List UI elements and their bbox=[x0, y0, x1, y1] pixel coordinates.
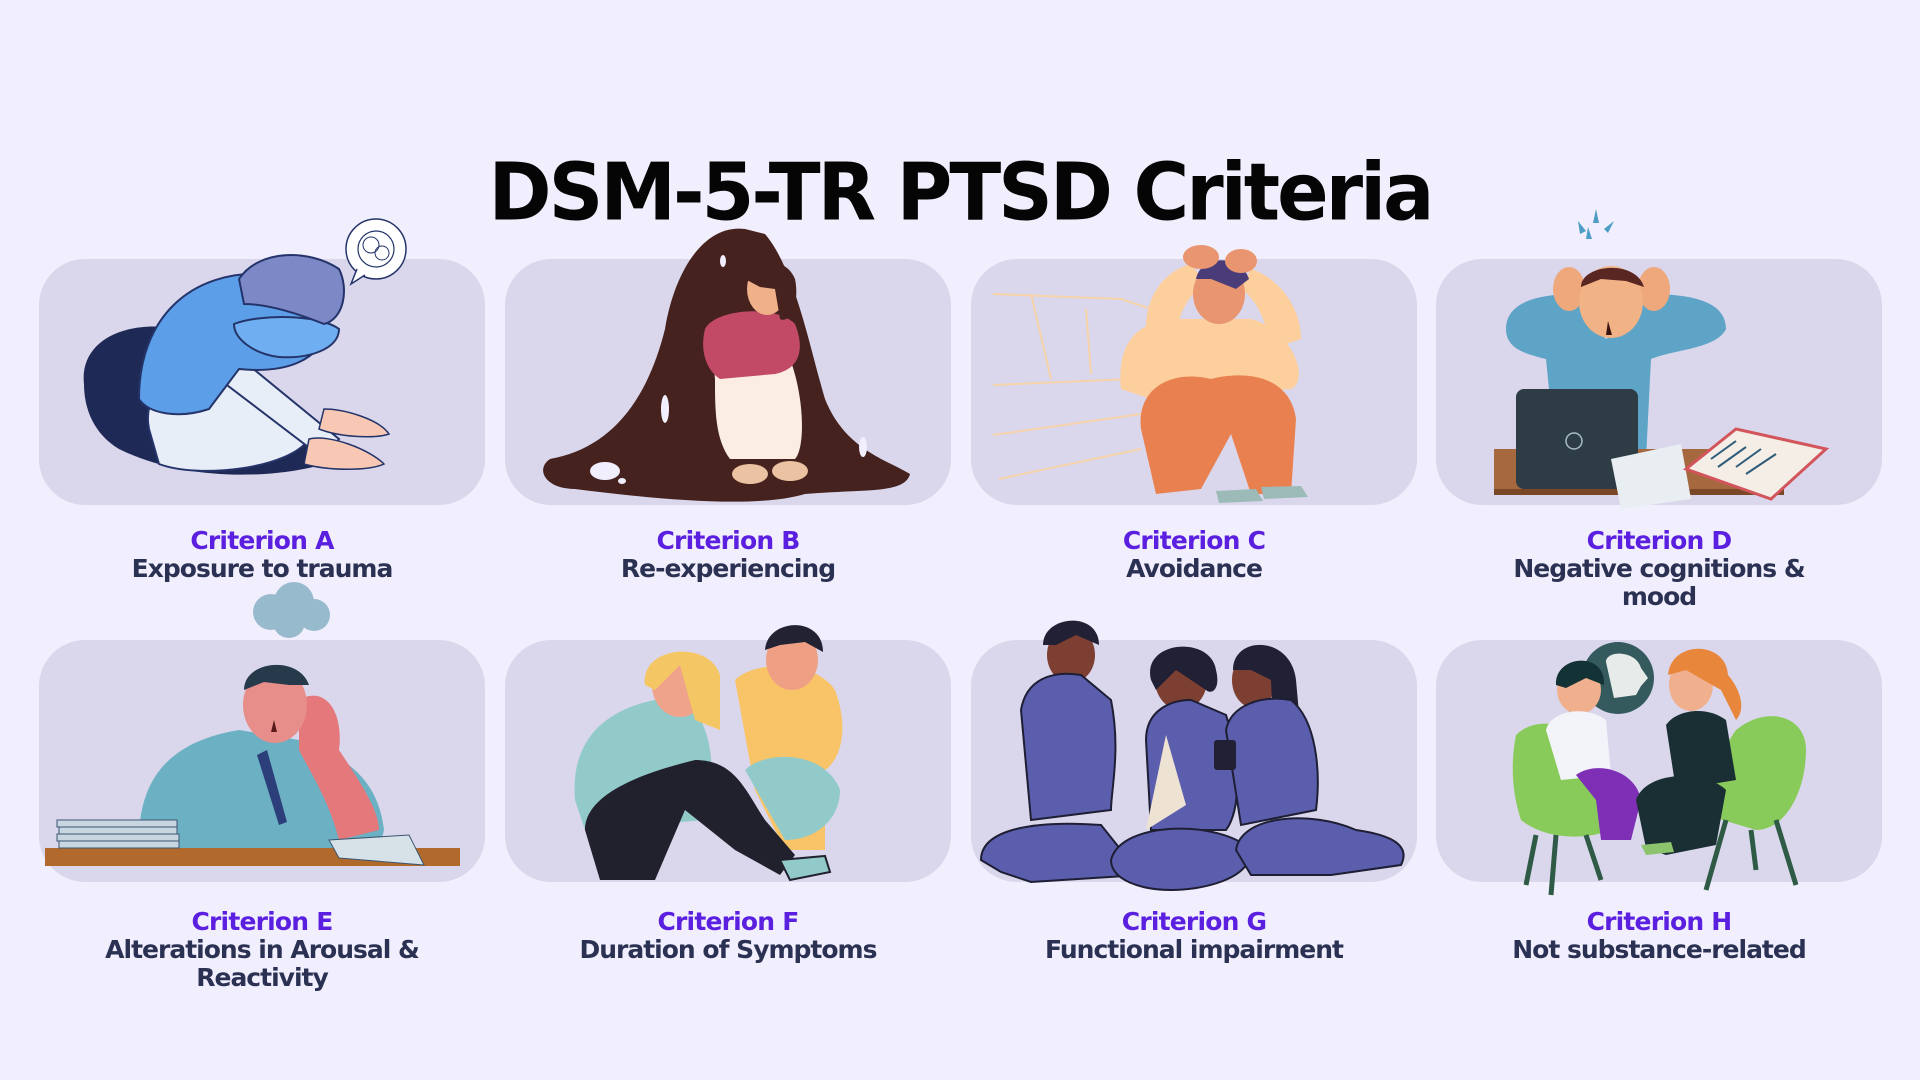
criterion-label: Criterion E bbox=[191, 907, 333, 936]
criterion-description: Alterations in Arousal & Reactivity bbox=[105, 935, 420, 992]
criterion-description: Negative cognitions & mood bbox=[1513, 554, 1805, 611]
criterion-caption: Criterion E Alterations in Arousal & Rea… bbox=[39, 908, 485, 992]
person-holding-head-illustration-icon bbox=[992, 245, 1308, 503]
criterion-caption: Criterion B Re-experiencing bbox=[505, 527, 951, 583]
criterion-caption: Criterion A Exposure to trauma bbox=[39, 527, 485, 583]
criterion-label: Criterion G bbox=[1121, 907, 1267, 936]
criterion-caption: Criterion F Duration of Symptoms bbox=[505, 908, 951, 964]
three-friends-illustration-icon bbox=[979, 620, 1405, 892]
criterion-description: Duration of Symptoms bbox=[579, 935, 877, 964]
criterion-caption: Criterion G Functional impairment bbox=[971, 908, 1417, 964]
criterion-caption: Criterion H Not substance-related bbox=[1436, 908, 1882, 964]
stressed-person-at-desk-illustration-icon bbox=[1494, 209, 1830, 509]
criterion-description: Avoidance bbox=[1126, 554, 1263, 583]
criterion-label: Criterion F bbox=[657, 907, 799, 936]
criterion-description: Functional impairment bbox=[1045, 935, 1344, 964]
criterion-label: Criterion B bbox=[656, 526, 801, 555]
criterion-caption: Criterion C Avoidance bbox=[971, 527, 1417, 583]
criterion-description: Re-experiencing bbox=[620, 554, 836, 583]
page-title: DSM-5-TR PTSD Criteria bbox=[488, 144, 1435, 239]
comforting-friend-illustration-icon bbox=[574, 625, 843, 882]
criterion-description: Not substance-related bbox=[1512, 935, 1807, 964]
criterion-label: Criterion H bbox=[1586, 907, 1733, 936]
criterion-description: Exposure to trauma bbox=[131, 554, 394, 583]
criterion-label: Criterion D bbox=[1586, 526, 1732, 555]
shadow-figure-illustration-icon bbox=[543, 228, 910, 502]
criterion-caption: Criterion D Negative cognitions & mood bbox=[1436, 527, 1882, 611]
exhausted-worker-illustration-icon bbox=[45, 582, 460, 866]
criterion-label: Criterion A bbox=[190, 526, 334, 555]
therapy-session-illustration-icon bbox=[1512, 642, 1806, 896]
criterion-label: Criterion C bbox=[1122, 526, 1266, 555]
person-hugging-knees-illustration-icon bbox=[83, 218, 407, 475]
